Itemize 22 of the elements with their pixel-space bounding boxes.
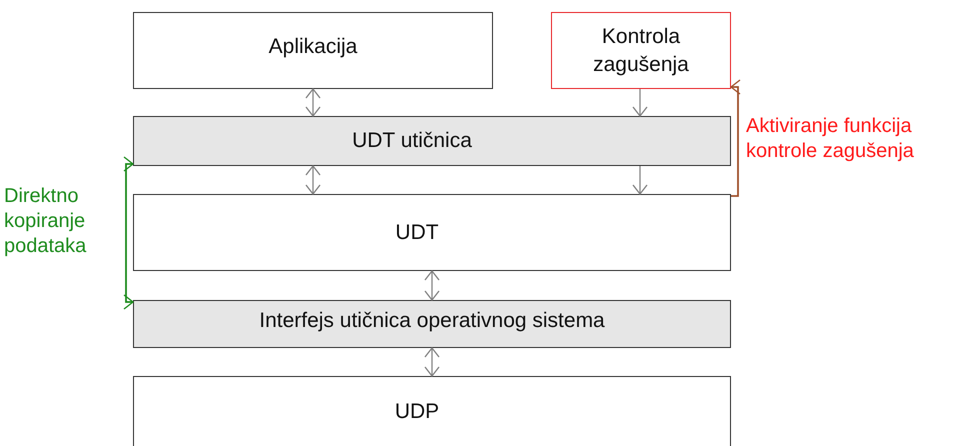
layer-bar xyxy=(133,300,731,348)
layer-label: Interfejs utičnica operativnog sistema xyxy=(259,308,605,334)
arrow xyxy=(424,347,440,377)
layer-box xyxy=(133,12,493,89)
arrow xyxy=(730,79,741,197)
layer-bar xyxy=(133,116,731,166)
layer-box xyxy=(133,376,731,446)
layer-box xyxy=(133,194,731,271)
arrow xyxy=(305,165,321,195)
arrow xyxy=(424,270,440,301)
arrow xyxy=(123,156,134,310)
layer-label: Kontrola zagušenja xyxy=(592,24,690,78)
arrow xyxy=(632,89,648,117)
layer-label: UDT xyxy=(395,220,439,246)
edge-label: Direktno kopiranje podataka xyxy=(4,184,88,259)
layer-label: UDT utičnica xyxy=(352,128,472,154)
edge-label: Aktiviranje funkcija kontrole zagušenja xyxy=(746,114,915,164)
arrow xyxy=(632,166,648,195)
layer-label: Aplikacija xyxy=(268,34,358,60)
arrow xyxy=(305,88,321,117)
layer-label: UDP xyxy=(394,398,440,425)
layer-box xyxy=(551,12,731,89)
